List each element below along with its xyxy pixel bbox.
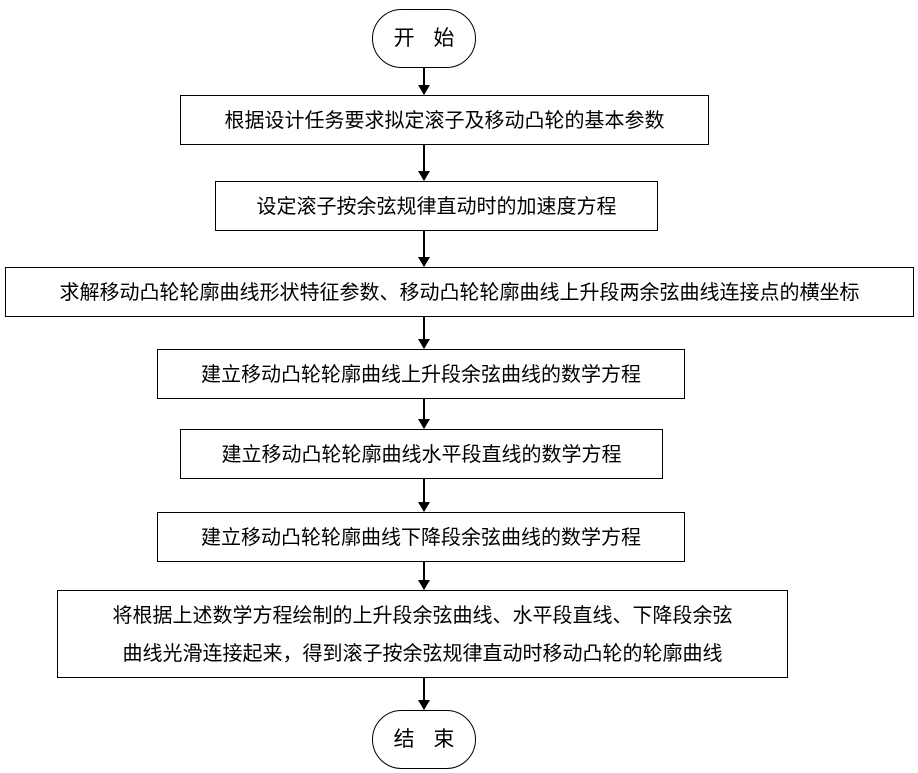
step-5-box: 建立移动凸轮轮廓曲线水平段直线的数学方程 — [180, 429, 663, 479]
step-5-text: 建立移动凸轮轮廓曲线水平段直线的数学方程 — [222, 440, 622, 468]
step-6-text: 建立移动凸轮轮廓曲线下降段余弦曲线的数学方程 — [201, 523, 641, 551]
step-1-text: 根据设计任务要求拟定滚子及移动凸轮的基本参数 — [225, 106, 665, 134]
step-7-text-line-1: 将根据上述数学方程绘制的上升段余弦曲线、水平段直线、下降段余弦 — [113, 596, 733, 634]
step-6-box: 建立移动凸轮轮廓曲线下降段余弦曲线的数学方程 — [157, 512, 685, 562]
end-label: 结 束 — [394, 725, 461, 754]
step-3-box: 求解移动凸轮轮廓曲线形状特征参数、移动凸轮轮廓曲线上升段两余弦曲线连接点的横坐标 — [5, 267, 914, 317]
step-2-box: 设定滚子按余弦规律直动时的加速度方程 — [215, 181, 658, 231]
start-label: 开 始 — [394, 24, 461, 53]
step-1-box: 根据设计任务要求拟定滚子及移动凸轮的基本参数 — [180, 95, 709, 145]
end-terminal: 结 束 — [372, 710, 476, 769]
start-terminal: 开 始 — [372, 9, 476, 68]
step-3-text: 求解移动凸轮轮廓曲线形状特征参数、移动凸轮轮廓曲线上升段两余弦曲线连接点的横坐标 — [60, 278, 860, 306]
step-4-text: 建立移动凸轮轮廓曲线上升段余弦曲线的数学方程 — [201, 360, 641, 388]
step-7-text-line-2: 曲线光滑连接起来，得到滚子按余弦规律直动时移动凸轮的轮廓曲线 — [123, 634, 723, 672]
step-7-box: 将根据上述数学方程绘制的上升段余弦曲线、水平段直线、下降段余弦 曲线光滑连接起来… — [57, 590, 788, 678]
step-2-text: 设定滚子按余弦规律直动时的加速度方程 — [257, 192, 617, 220]
step-4-box: 建立移动凸轮轮廓曲线上升段余弦曲线的数学方程 — [157, 349, 685, 399]
